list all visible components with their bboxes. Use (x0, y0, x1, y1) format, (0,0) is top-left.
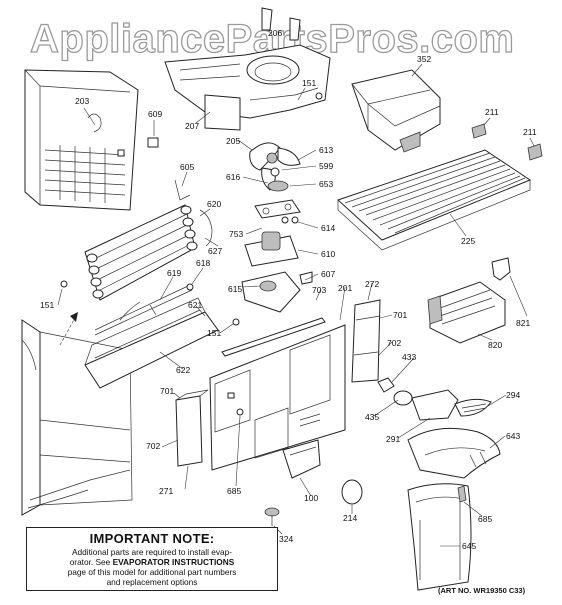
note-line-2-text: orator. See (69, 557, 113, 567)
label-701[interactable]: 701 (160, 386, 174, 396)
rear-panel-part[interactable] (209, 324, 346, 471)
label-627[interactable]: 627 (208, 246, 222, 256)
important-note-title: IMPORTANT NOTE: (89, 531, 215, 546)
dashed-leader (59, 317, 76, 346)
label-615[interactable]: 615 (228, 284, 242, 294)
wire-shelf-part[interactable] (337, 149, 532, 251)
label-291[interactable]: 291 (386, 434, 400, 444)
label-607[interactable]: 607 (321, 269, 335, 279)
label-201[interactable]: 201 (338, 283, 352, 293)
freezer-liner-part[interactable] (24, 69, 139, 211)
evaporator-instructions-link[interactable]: EVAPORATOR INSTRUCTIONS (112, 557, 235, 567)
label-205[interactable]: 205 (226, 136, 240, 146)
defrost-heater-part[interactable] (94, 283, 194, 336)
label-820[interactable]: 820 (488, 340, 502, 350)
label-433[interactable]: 433 (402, 352, 416, 362)
label-618[interactable]: 618 (196, 258, 210, 268)
label-203[interactable]: 203 (75, 96, 89, 106)
label-605[interactable]: 605 (180, 162, 194, 172)
drain-trough-part[interactable] (84, 297, 219, 389)
arrow-head-icon (70, 312, 78, 322)
label-272[interactable]: 272 (365, 279, 379, 289)
label-619[interactable]: 619 (167, 268, 181, 278)
label-643[interactable]: 643 (506, 431, 520, 441)
part-703-strip[interactable] (221, 317, 326, 357)
label-207[interactable]: 207 (185, 121, 199, 131)
label-214[interactable]: 214 (343, 513, 357, 523)
label-324[interactable]: 324 (279, 534, 293, 544)
ice-bucket-part[interactable] (351, 69, 441, 153)
label-645[interactable]: 645 (462, 541, 476, 551)
note-line-4: and replacement options (106, 577, 198, 587)
dispenser-paddle-part[interactable] (454, 398, 492, 417)
door-liner-trim-part[interactable] (175, 389, 209, 467)
label-271[interactable]: 271 (159, 486, 173, 496)
label-702[interactable]: 702 (387, 338, 401, 348)
label-616[interactable]: 616 (226, 172, 240, 182)
art-number-text: (ART NO. WR19350 C33) (438, 586, 526, 595)
fan-motor-parts[interactable] (241, 167, 313, 313)
label-435[interactable]: 435 (365, 412, 379, 422)
label-701[interactable]: 701 (393, 310, 407, 320)
label-206[interactable]: 206 (268, 28, 282, 38)
label-622[interactable]: 622 (176, 365, 190, 375)
screw-parts[interactable] (60, 92, 323, 326)
thumbscrew-parts[interactable] (471, 123, 543, 161)
part-685-screw[interactable] (457, 485, 467, 503)
label-653[interactable]: 653 (319, 179, 333, 189)
label-151[interactable]: 151 (207, 328, 221, 338)
label-614[interactable]: 614 (321, 223, 335, 233)
label-621[interactable]: 621 (188, 300, 202, 310)
label-100[interactable]: 100 (304, 493, 318, 503)
part-609-clip[interactable] (147, 137, 159, 148)
note-line-3: page of this model for additional part n… (67, 567, 237, 577)
drain-cap-part[interactable] (341, 479, 363, 505)
important-note-box: IMPORTANT NOTE: Additional parts are req… (26, 527, 278, 591)
label-352[interactable]: 352 (417, 54, 431, 64)
evaporator-part[interactable] (84, 179, 213, 301)
important-note-text: Additional parts are required to install… (27, 547, 277, 587)
label-211[interactable]: 211 (485, 107, 499, 117)
air-duct-part[interactable] (351, 299, 381, 383)
icemaker-part[interactable] (427, 257, 511, 344)
dispenser-housing-part[interactable] (407, 483, 472, 591)
note-line-1: Additional parts are required to install… (71, 547, 233, 557)
leveling-leg-part[interactable] (264, 507, 280, 526)
label-294[interactable]: 294 (506, 390, 520, 400)
label-151[interactable]: 151 (40, 300, 54, 310)
label-620[interactable]: 620 (207, 199, 221, 209)
watermark-text: AppliancePartsPros.com (30, 17, 515, 61)
label-753[interactable]: 753 (229, 229, 243, 239)
label-610[interactable]: 610 (321, 249, 335, 259)
label-599[interactable]: 599 (319, 161, 333, 171)
dispenser-light-part[interactable] (377, 377, 413, 406)
label-613[interactable]: 613 (319, 145, 333, 155)
label-685[interactable]: 685 (227, 486, 241, 496)
drip-tray-part[interactable] (282, 439, 321, 479)
refrigerator-cabinet-part[interactable] (21, 319, 133, 516)
dispenser-cover-part[interactable] (411, 389, 459, 421)
fan-shroud-part[interactable] (164, 7, 331, 131)
label-609[interactable]: 609 (148, 109, 162, 119)
dispenser-frame-part[interactable] (407, 427, 501, 479)
label-821[interactable]: 821 (516, 318, 530, 328)
note-line-2: orator. See EVAPORATOR INSTRUCTIONS (27, 557, 277, 567)
label-685[interactable]: 685 (478, 514, 492, 524)
label-703[interactable]: 703 (312, 285, 326, 295)
label-151[interactable]: 151 (302, 78, 316, 88)
label-225[interactable]: 225 (461, 236, 475, 246)
label-211[interactable]: 211 (523, 127, 537, 137)
part-number-labels: 203 206 151 352 211 211 609 207 205 613 … (40, 28, 537, 551)
label-702[interactable]: 702 (146, 441, 160, 451)
